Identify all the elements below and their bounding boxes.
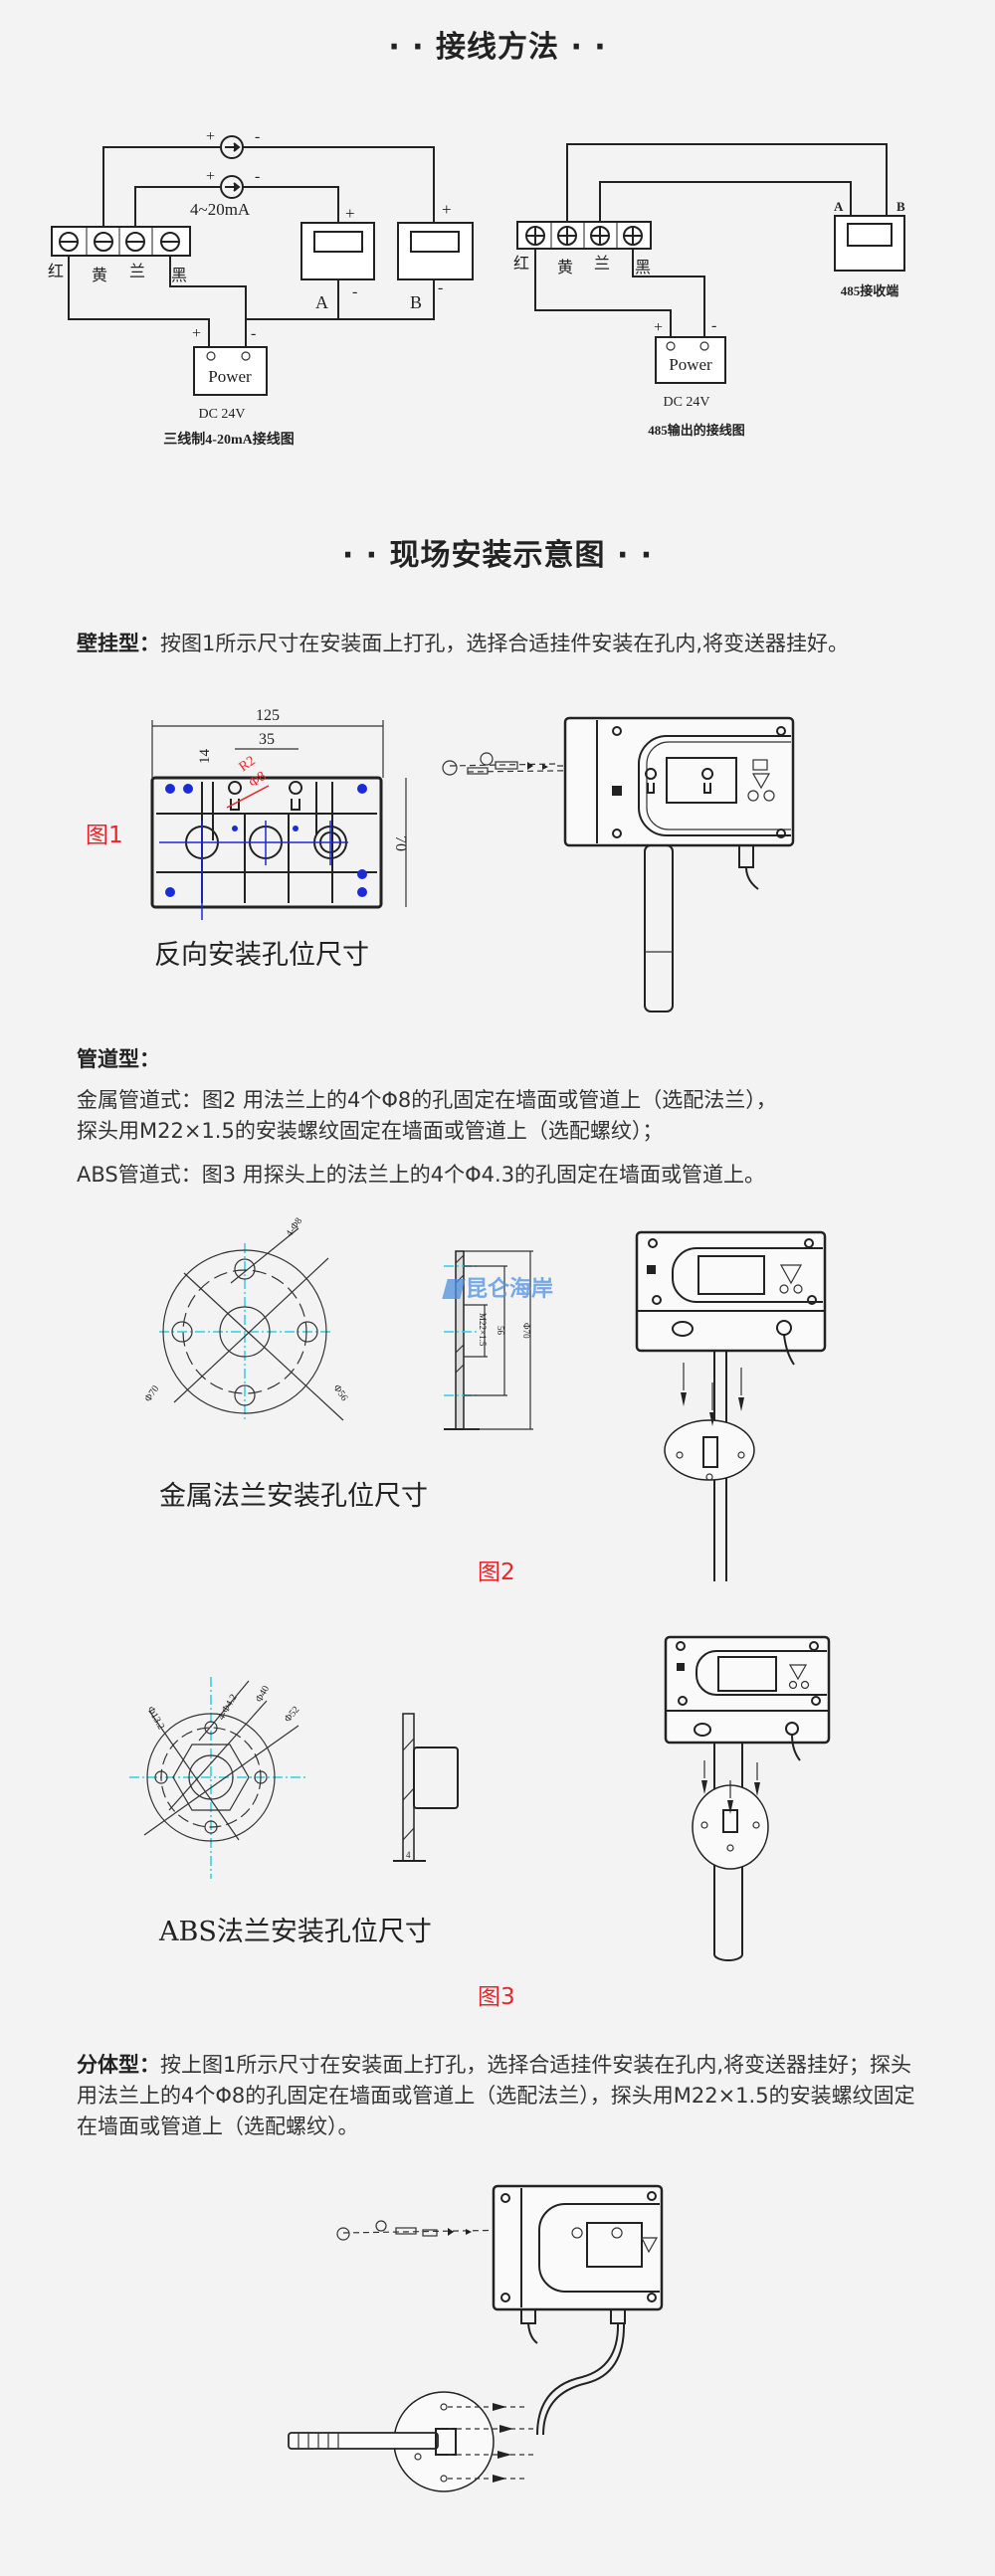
power-supply-left: Power xyxy=(193,346,268,396)
dim-offset: 14 xyxy=(197,749,213,765)
port-a-label: A xyxy=(834,199,844,214)
meter-a-label: A xyxy=(315,292,328,312)
terminal-485-red: 红 xyxy=(513,255,529,273)
terminal-485-yellow: 黄 xyxy=(557,259,573,276)
terminal-485-black: 黑 xyxy=(635,260,651,276)
dc-label-right: DC 24V xyxy=(663,395,709,410)
power-minus-left: - xyxy=(251,325,256,342)
fig1-label: 图1 xyxy=(86,823,123,848)
wiring-diagrams: + - + - 4~20mA 红 黄 兰 黑 + + A - B - xyxy=(48,128,905,448)
dc-label-left: DC 24V xyxy=(198,407,245,422)
terminal-block-485 xyxy=(516,221,652,250)
split-type-description: 分体型：按上图1所示尺寸在安装面上打孔，选择合适挂件安装在孔内,将变送器挂好；探… xyxy=(77,2050,932,2142)
wiring-diagram-485: 红 黄 兰 黑 A B 485接收端 Power + - DC 24V 485输… xyxy=(513,143,905,438)
power-plus-right: + xyxy=(654,319,663,336)
meter-a-plus: + xyxy=(345,204,355,223)
terminal-block xyxy=(51,226,191,257)
wall-mount-text: 按图1所示尺寸在安装面上打孔，选择合适挂件安装在孔内,将变送器挂好。 xyxy=(160,632,850,655)
meter-b-plus: + xyxy=(442,200,452,219)
abs-pipe-transmitter-drawing xyxy=(664,1635,831,1961)
power-label-left: Power xyxy=(208,367,252,386)
metal-pipe-line1: 金属管道式：图2 用法兰上的4个Φ8的孔固定在墙面或管道上（选配法兰）， xyxy=(77,1088,777,1112)
dim-holes-abs: 4-Φ4.2 xyxy=(216,1693,240,1723)
receiver-label: 485接收端 xyxy=(841,283,899,298)
port-b-label: B xyxy=(896,199,905,214)
wiring-diagram-4-20ma: + - + - 4~20mA 红 黄 兰 黑 + + A - B - xyxy=(48,128,474,448)
terminal-label-yellow: 黄 xyxy=(92,267,107,284)
watermark-logo-icon xyxy=(442,1279,466,1299)
fig2-label: 图2 xyxy=(478,1560,515,1585)
meter-b-minus: - xyxy=(438,279,443,296)
meter-b xyxy=(397,222,474,280)
abs-flange-front-view: Φ13.2 4-Φ4.2 Φ40 Φ52 xyxy=(129,1677,305,1879)
source2-plus: + xyxy=(206,168,215,185)
power-label-right: Power xyxy=(669,355,712,374)
source1-minus: - xyxy=(255,128,260,145)
dim-outer-abs: Φ52 xyxy=(283,1705,302,1725)
caption-right: 485输出的接线图 xyxy=(648,423,745,438)
meter-b-label: B xyxy=(410,292,422,312)
pipe-type-label: 管道型： xyxy=(77,1047,160,1071)
split-type-drawing xyxy=(288,2184,664,2492)
wiring-section-title: · · 接线方法 · · xyxy=(388,30,607,65)
abs-flange-side-view: 4 xyxy=(393,1713,459,1862)
split-type-label: 分体型： xyxy=(77,2053,160,2077)
abs-pipe-line: ABS管道式：图3 用探头上的法兰上的4个Φ4.3的孔固定在墙面或管道上。 xyxy=(77,1163,766,1187)
terminal-label-black: 黑 xyxy=(171,268,187,284)
fig3-label: 图3 xyxy=(478,1984,515,2010)
metal-pipe-line2: 探头用M22×1.5的安装螺纹固定在墙面或管道上（选配螺纹）； xyxy=(77,1119,664,1143)
dim-outer-metal: Φ70 xyxy=(142,1383,161,1403)
fig2-caption: 金属法兰安装孔位尺寸 xyxy=(159,1481,428,1512)
dim-thread: M22×1.5 xyxy=(478,1313,488,1347)
power-plus-left: + xyxy=(192,325,201,342)
wall-mount-transmitter-drawing xyxy=(442,716,795,1012)
source1-plus: + xyxy=(206,128,215,145)
dim-side-pitch: 56 xyxy=(496,1326,505,1336)
meter-a-minus: - xyxy=(352,283,357,300)
terminal-label-red: 红 xyxy=(48,263,64,280)
fig3-drawing: Φ13.2 4-Φ4.2 Φ40 Φ52 4 xyxy=(129,1635,831,1961)
source2-minus: - xyxy=(255,168,260,185)
current-label: 4~20mA xyxy=(190,200,251,219)
power-minus-right: - xyxy=(711,317,716,334)
fig3-caption: ABS法兰安装孔位尺寸 xyxy=(159,1917,432,1947)
current-source-2-icon xyxy=(220,175,244,199)
mounting-plate-drawing: 125 35 14 70 R2 Φ8 xyxy=(150,707,409,920)
install-section-title: · · 现场安装示意图 · · xyxy=(341,538,654,573)
wall-mount-description: 壁挂型：按图1所示尺寸在安装面上打孔，选择合适挂件安装在孔内,将变送器挂好。 xyxy=(77,629,942,659)
dim-width: 125 xyxy=(256,707,280,724)
dim-pitch-metal: Φ56 xyxy=(331,1382,350,1402)
dim-height: 70 xyxy=(392,835,409,851)
wall-mount-label: 壁挂型： xyxy=(77,632,160,655)
meter-a xyxy=(300,222,375,280)
dim-spacing: 35 xyxy=(259,731,275,748)
dim-thickness: 4 xyxy=(406,1850,411,1860)
power-supply-right: Power xyxy=(655,336,726,384)
metal-flange-front-view: 4-Φ8 Φ70 Φ56 xyxy=(142,1216,349,1422)
terminal-485-blue: 兰 xyxy=(594,255,610,273)
dim-holes-metal: 4-Φ8 xyxy=(284,1216,304,1239)
fig2-drawing: 4-Φ8 Φ70 Φ56 M22×1.5 56 Φ70 xyxy=(142,1216,827,1581)
watermark-text: 昆仑海岸 xyxy=(466,1277,554,1302)
receiver-485 xyxy=(834,215,905,272)
watermark-logo: 昆仑海岸 xyxy=(442,1271,554,1303)
fig1-caption: 反向安装孔位尺寸 xyxy=(154,940,369,971)
terminal-label-blue: 兰 xyxy=(129,263,145,280)
dim-inner-abs: Φ13.2 xyxy=(144,1705,166,1732)
metal-pipe-transmitter-drawing xyxy=(635,1230,827,1581)
current-source-1-icon xyxy=(220,135,244,159)
split-type-text: 按上图1所示尺寸在安装面上打孔，选择合适挂件安装在孔内,将变送器挂好；探头用法兰… xyxy=(77,2053,915,2138)
caption-left: 三线制4-20mA接线图 xyxy=(163,431,294,448)
dim-pitch-abs: Φ40 xyxy=(254,1684,272,1704)
dim-side-outer: Φ70 xyxy=(521,1323,531,1339)
fig1-drawing: 125 35 14 70 R2 Φ8 xyxy=(150,707,795,1012)
